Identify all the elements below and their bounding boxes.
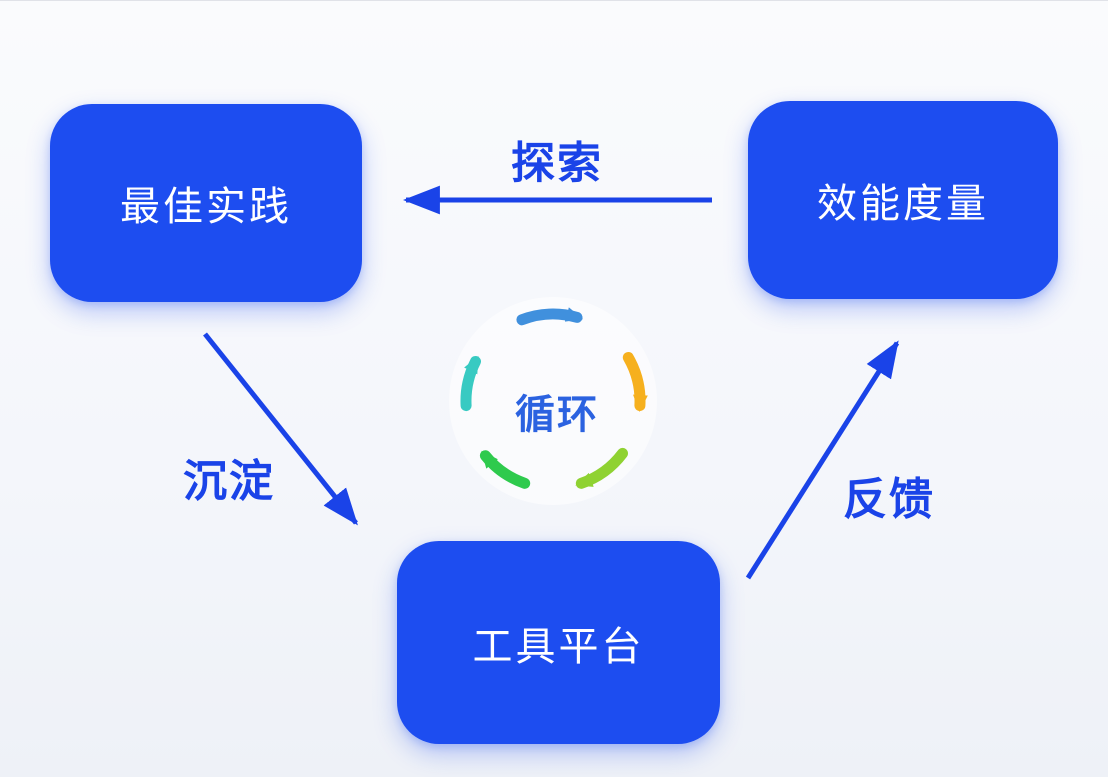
arrow-feedback xyxy=(745,340,900,580)
node-efficiency-metrics: 效能度量 xyxy=(748,101,1058,299)
cycle-arc-bottom-right xyxy=(575,447,628,489)
node-tool-platform: 工具平台 xyxy=(397,541,720,744)
cycle-arc-bottom-left xyxy=(479,450,531,489)
cycle-arc-top xyxy=(516,307,584,326)
node-best-practices: 最佳实践 xyxy=(50,104,362,302)
node-tool-platform-label: 工具平台 xyxy=(472,624,645,669)
node-efficiency-metrics-label: 效能度量 xyxy=(817,182,989,226)
edge-label-precipitate: 沉淀 xyxy=(183,457,275,506)
edge-label-feedback: 反馈 xyxy=(843,475,935,524)
edge-label-explore: 探索 xyxy=(511,139,603,188)
cycle-center-label: 循环 xyxy=(515,393,599,437)
node-best-practices-label: 最佳实践 xyxy=(120,185,292,229)
